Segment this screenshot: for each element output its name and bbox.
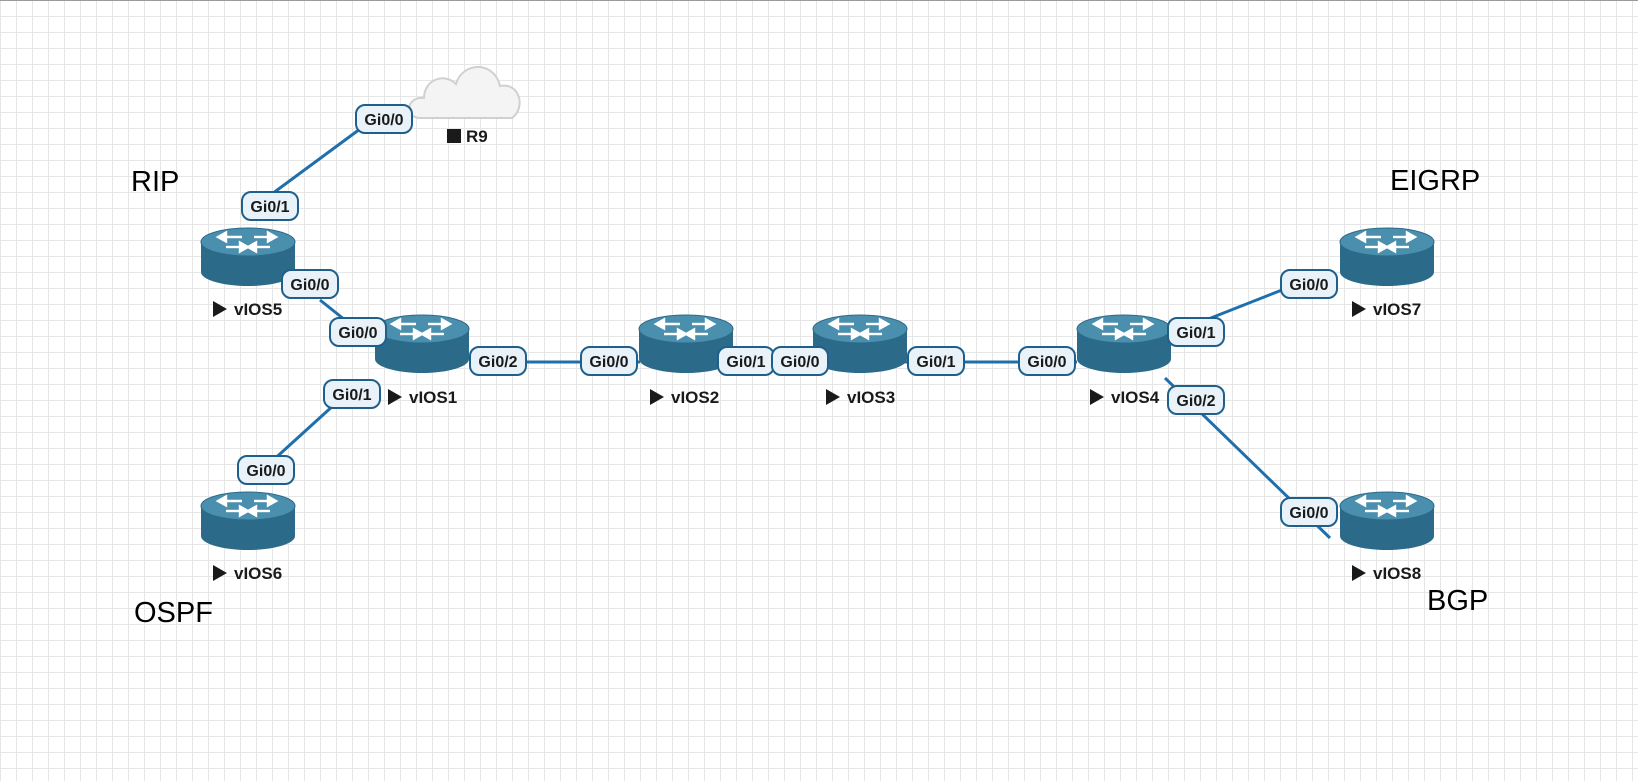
play-icon	[1352, 301, 1366, 317]
node-label-vios7: vIOS7	[1373, 300, 1421, 319]
node-r9[interactable]: R9	[408, 66, 521, 146]
router-vios1[interactable]: vIOS1	[373, 313, 471, 407]
svg-text:Gi0/0: Gi0/0	[290, 277, 329, 294]
svg-text:Gi0/2: Gi0/2	[478, 354, 517, 371]
port-label-vios4-gi0-1[interactable]: Gi0/1	[1167, 317, 1225, 347]
label-ospf[interactable]: OSPF	[134, 597, 213, 629]
play-icon	[388, 389, 402, 405]
port-label-vios7-gi0-0[interactable]: Gi0/0	[1280, 269, 1338, 299]
router-icon	[1338, 490, 1436, 552]
port-label-vios2-gi0-1[interactable]: Gi0/1	[717, 346, 775, 376]
node-label-vios2: vIOS2	[671, 388, 719, 407]
router-icon	[1075, 313, 1173, 375]
router-icon	[373, 313, 471, 375]
play-icon	[826, 389, 840, 405]
router-icon	[1338, 226, 1436, 288]
node-label-vios1: vIOS1	[409, 388, 457, 407]
label-bgp[interactable]: BGP	[1427, 585, 1488, 617]
svg-text:Gi0/1: Gi0/1	[916, 354, 955, 371]
svg-text:Gi0/1: Gi0/1	[332, 387, 371, 404]
node-label-vios8: vIOS8	[1373, 564, 1421, 583]
svg-text:Gi0/0: Gi0/0	[1027, 354, 1066, 371]
svg-text:Gi0/0: Gi0/0	[246, 463, 285, 480]
port-label-vios3-gi0-1[interactable]: Gi0/1	[907, 346, 965, 376]
port-label-vios4-gi0-0[interactable]: Gi0/0	[1018, 346, 1076, 376]
svg-text:Gi0/1: Gi0/1	[726, 354, 765, 371]
router-vios4[interactable]: vIOS4	[1075, 313, 1173, 407]
play-icon	[213, 301, 227, 317]
node-label-r9: R9	[466, 127, 488, 146]
play-icon	[1090, 389, 1104, 405]
play-icon	[213, 565, 227, 581]
node-label-vios6: vIOS6	[234, 564, 282, 583]
port-label-vios1-gi0-1[interactable]: Gi0/1	[323, 379, 381, 409]
label-rip[interactable]: RIP	[131, 166, 179, 198]
svg-text:Gi0/0: Gi0/0	[338, 325, 377, 342]
link-vios1-vios6[interactable]	[268, 402, 337, 465]
router-vios8[interactable]: vIOS8	[1338, 490, 1436, 583]
play-icon	[1352, 565, 1366, 581]
port-label-vios3-gi0-0[interactable]: Gi0/0	[771, 346, 829, 376]
port-label-vios1-gi0-2[interactable]: Gi0/2	[469, 346, 527, 376]
port-label-vios1-gi0-0[interactable]: Gi0/0	[329, 317, 387, 347]
node-label-vios5: vIOS5	[234, 300, 282, 319]
cloud-icon	[408, 66, 521, 119]
port-label-r9-gi0-0[interactable]: Gi0/0	[355, 104, 413, 134]
svg-text:Gi0/1: Gi0/1	[1176, 325, 1215, 342]
svg-text:Gi0/1: Gi0/1	[250, 199, 289, 216]
router-icon	[199, 226, 297, 288]
port-label-vios5-gi0-0[interactable]: Gi0/0	[281, 269, 339, 299]
svg-text:Gi0/2: Gi0/2	[1176, 393, 1215, 410]
svg-text:Gi0/0: Gi0/0	[1289, 505, 1328, 522]
play-icon	[650, 389, 664, 405]
router-vios2[interactable]: vIOS2	[637, 313, 735, 407]
stop-icon	[447, 129, 461, 143]
router-vios6[interactable]: vIOS6	[199, 490, 297, 583]
node-label-vios4: vIOS4	[1111, 388, 1160, 407]
router-vios7[interactable]: vIOS7	[1338, 226, 1436, 319]
router-vios3[interactable]: vIOS3	[811, 313, 909, 407]
router-icon	[199, 490, 297, 552]
router-vios5[interactable]: vIOS5	[199, 226, 297, 319]
svg-text:Gi0/0: Gi0/0	[1289, 277, 1328, 294]
svg-text:Gi0/0: Gi0/0	[364, 112, 403, 129]
port-label-vios8-gi0-0[interactable]: Gi0/0	[1280, 497, 1338, 527]
port-label-vios4-gi0-2[interactable]: Gi0/2	[1167, 385, 1225, 415]
port-label-vios2-gi0-0[interactable]: Gi0/0	[580, 346, 638, 376]
canvas-top-border	[0, 0, 1638, 1]
port-label-vios5-gi0-1[interactable]: Gi0/1	[241, 191, 299, 221]
label-eigrp[interactable]: EIGRP	[1390, 165, 1480, 197]
port-label-vios6-gi0-0[interactable]: Gi0/0	[237, 455, 295, 485]
svg-text:Gi0/0: Gi0/0	[589, 354, 628, 371]
svg-text:Gi0/0: Gi0/0	[780, 354, 819, 371]
node-label-vios3: vIOS3	[847, 388, 895, 407]
link-vios5-vios1[interactable]	[319, 298, 346, 322]
